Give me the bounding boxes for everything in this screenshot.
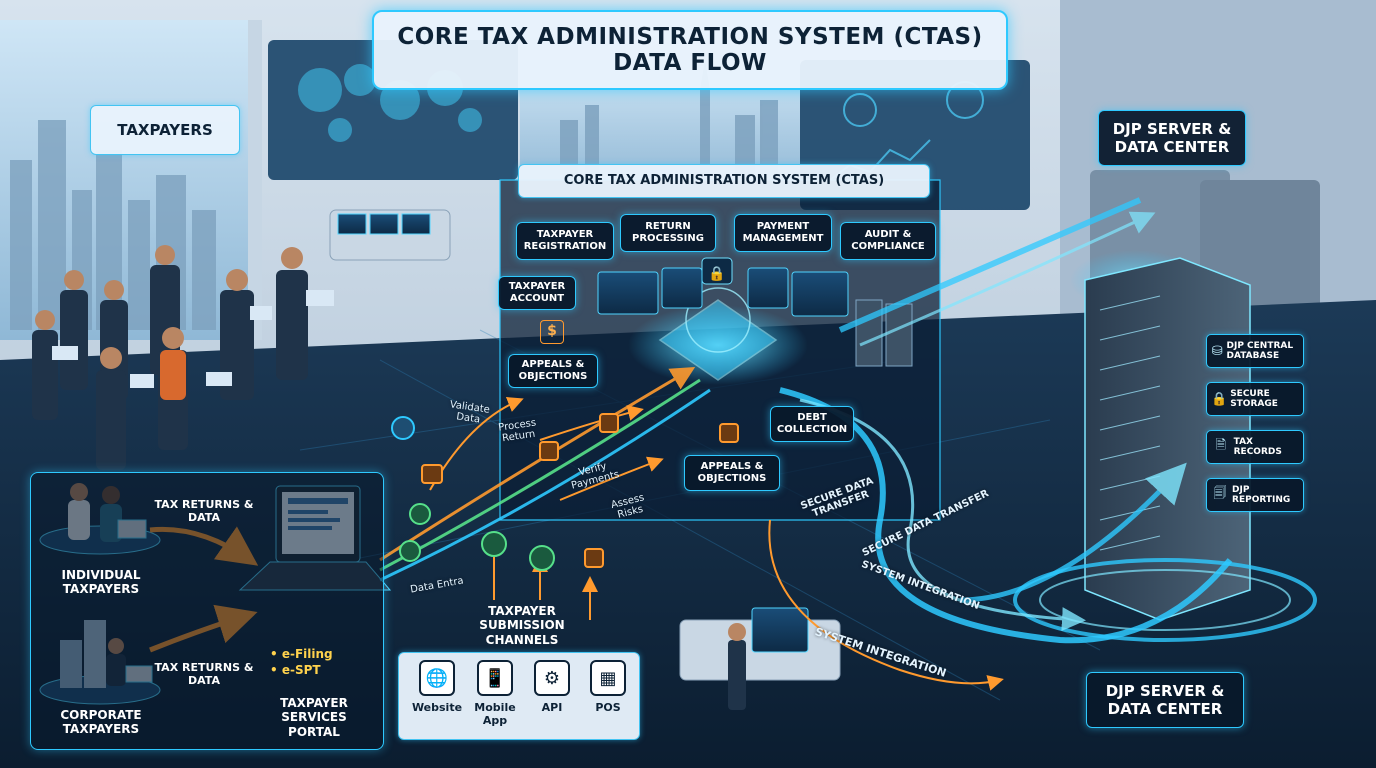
ctas-heading: CORE TAX ADMINISTRATION SYSTEM (CTAS)	[518, 164, 930, 198]
dollar-icon: $	[540, 320, 564, 344]
data-center-heading-top: DJP SERVER & DATA CENTER	[1098, 110, 1246, 166]
title-line-2: DATA FLOW	[613, 50, 767, 76]
portal-espt: • e-SPT	[270, 663, 321, 677]
tax-returns-label-bottom: TAX RETURNS & DATA	[154, 661, 254, 688]
taxpayer-people	[32, 245, 334, 470]
register-icon: ▦	[590, 660, 626, 696]
corporate-taxpayers-label: CORPORATE TAXPAYERS	[60, 708, 142, 737]
diagram-title: CORE TAX ADMINISTRATION SYSTEM (CTAS) DA…	[372, 10, 1008, 90]
module-appeals-objections-center[interactable]: APPEALS & OBJECTIONS	[684, 455, 780, 491]
ds-secure-storage[interactable]: 🔒 SECURE STORAGE	[1206, 382, 1304, 416]
module-audit-compliance[interactable]: AUDIT & COMPLIANCE	[840, 222, 936, 260]
portal-efiling: • e-Filing	[270, 647, 333, 661]
database-icon: ⛁	[1211, 343, 1223, 359]
ds-djp-reporting[interactable]: 🗐 DJP REPORTING	[1206, 478, 1304, 512]
module-taxpayer-registration[interactable]: TAXPAYER REGISTRATION	[516, 222, 614, 260]
phone-icon: 📱	[477, 660, 513, 696]
report-icon: 🗐	[1213, 486, 1227, 501]
taxpayer-services-portal-label: TAXPAYER SERVICES PORTAL	[280, 696, 348, 739]
taxpayer-panel	[30, 472, 384, 750]
lock-icon: 🔒	[1211, 391, 1228, 407]
channel-pos[interactable]: ▦ POS	[575, 660, 641, 715]
svg-text:🔒: 🔒	[708, 266, 725, 282]
channel-mobile-app[interactable]: 📱 Mobile App	[462, 660, 528, 727]
module-taxpayer-account[interactable]: TAXPAYER ACCOUNT	[498, 276, 576, 310]
module-appeals-objections-left[interactable]: APPEALS & OBJECTIONS	[508, 354, 598, 388]
channel-api[interactable]: ⚙ API	[519, 660, 585, 715]
document-icon: 🗎	[1215, 438, 1227, 453]
module-debt-collection[interactable]: DEBT COLLECTION	[770, 406, 854, 442]
ds-tax-records[interactable]: 🗎 TAX RECORDS	[1206, 430, 1304, 464]
tax-returns-label-top: TAX RETURNS & DATA	[154, 498, 254, 525]
module-return-processing[interactable]: RETURN PROCESSING	[620, 214, 716, 252]
title-line-1: CORE TAX ADMINISTRATION SYSTEM (CTAS)	[397, 24, 983, 50]
ds-central-database[interactable]: ⛁ DJP CENTRAL DATABASE	[1206, 334, 1304, 368]
individual-taxpayers-label: INDIVIDUAL TAXPAYERS	[61, 568, 141, 597]
data-center-heading-bottom: DJP SERVER & DATA CENTER	[1086, 672, 1244, 728]
taxpayers-heading: TAXPAYERS	[90, 105, 240, 155]
channel-website[interactable]: 🌐 Website	[404, 660, 470, 715]
gear-icon: ⚙	[534, 660, 570, 696]
globe-icon: 🌐	[419, 660, 455, 696]
submission-channels-heading: TAXPAYER SUBMISSION CHANNELS	[479, 604, 565, 647]
module-payment-management[interactable]: PAYMENT MANAGEMENT	[734, 214, 832, 252]
